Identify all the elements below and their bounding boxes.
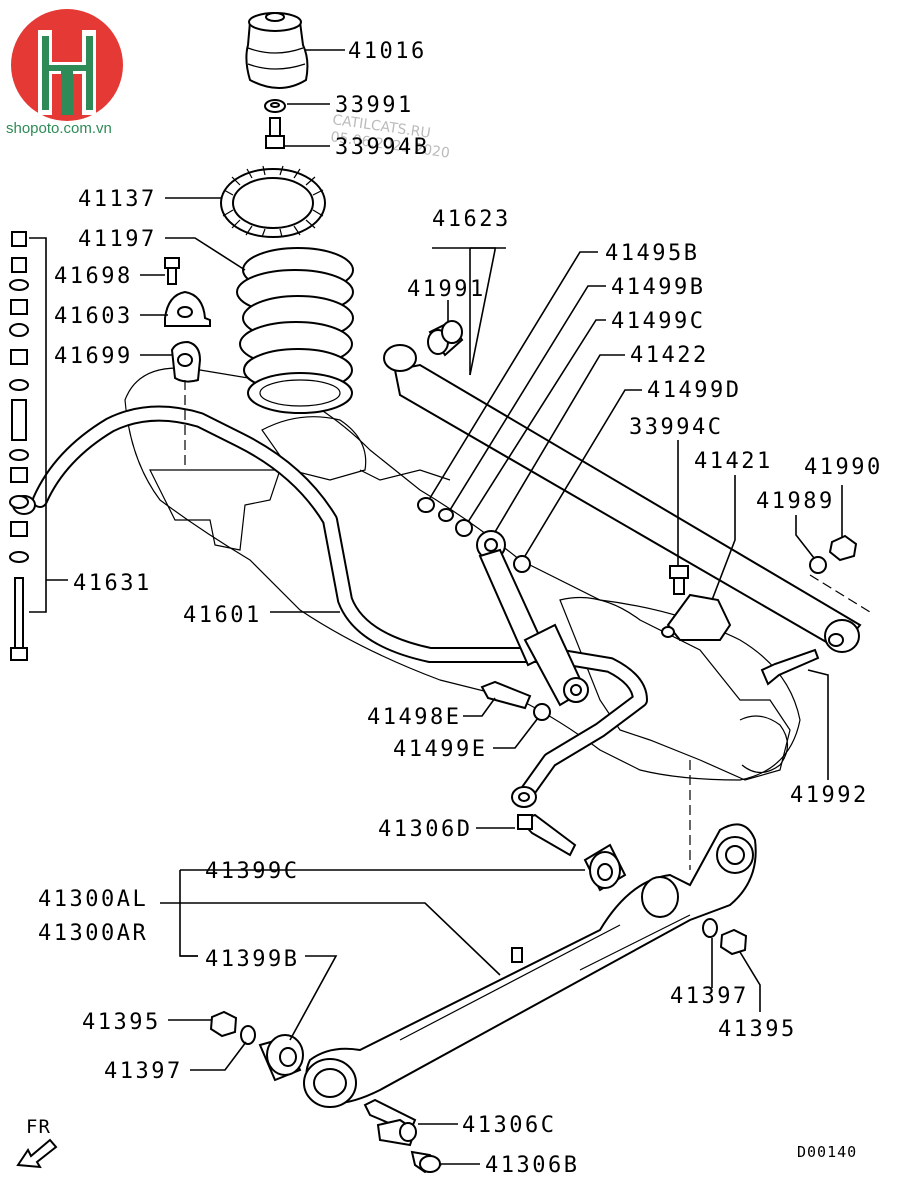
label-41197: 41197 [78, 227, 157, 252]
label-41016: 41016 [348, 39, 427, 64]
label-41601: 41601 [183, 603, 262, 628]
bushing-41991[interactable] [427, 320, 464, 357]
coil-spring[interactable] [236, 247, 354, 414]
stabilizer-bracket[interactable] [164, 290, 211, 327]
trailing-arm[interactable] [303, 823, 757, 1108]
label-41499E: 41499E [393, 737, 487, 762]
shock-absorber[interactable] [476, 530, 589, 707]
dash-line-3 [809, 574, 871, 613]
label-41421: 41421 [694, 449, 773, 474]
label-41498E: 41498E [367, 705, 461, 730]
nut-41990[interactable] [828, 534, 858, 562]
label-41399C: 41399C [205, 859, 299, 884]
bolt-41306D[interactable] [517, 813, 577, 857]
label-41623: 41623 [432, 207, 511, 232]
bolt-41306B[interactable] [410, 1150, 442, 1174]
nut-41395-right[interactable] [719, 928, 748, 956]
label-41499D: 41499D [647, 378, 741, 403]
lateral-rod[interactable] [383, 344, 862, 653]
stabilizer-bushing[interactable] [170, 340, 202, 383]
label-41399B: 41399B [205, 947, 299, 972]
label-41395-right: 41395 [718, 1017, 797, 1042]
site-url[interactable]: shopoto.com.vn [6, 120, 112, 137]
spring-seat[interactable] [220, 165, 326, 238]
label-41631: 41631 [73, 571, 152, 596]
leader-lines [29, 49, 843, 1165]
bump-stopper[interactable] [245, 12, 309, 89]
bolt-41992[interactable] [760, 648, 820, 686]
label-33994B: 33994B [335, 135, 429, 160]
front-label: FR [26, 1116, 51, 1138]
axle-housing [124, 367, 801, 781]
label-41300AL: 41300AL [38, 887, 148, 912]
bushing-41399C[interactable] [583, 843, 627, 892]
bolt-33994B[interactable] [265, 117, 285, 149]
label-41395-left: 41395 [82, 1010, 161, 1035]
front-arrow-icon [16, 1138, 58, 1169]
label-33991: 33991 [335, 93, 414, 118]
label-41499C: 41499C [611, 309, 705, 334]
label-41397-left: 41397 [104, 1059, 183, 1084]
label-41603: 41603 [54, 304, 133, 329]
label-41306C: 41306C [462, 1113, 556, 1138]
label-41699: 41699 [54, 344, 133, 369]
label-41300AR: 41300AR [38, 921, 148, 946]
bushing-41399B[interactable] [258, 1034, 304, 1082]
shock-small-parts[interactable] [417, 497, 551, 721]
washer-41397-left[interactable] [240, 1025, 256, 1045]
stabilizer-bar[interactable] [12, 405, 648, 808]
label-41495B: 41495B [605, 241, 699, 266]
label-41989: 41989 [756, 489, 835, 514]
shop-logo[interactable] [11, 9, 123, 121]
label-41992: 41992 [790, 783, 869, 808]
label-33994C: 33994C [629, 415, 723, 440]
label-41991: 41991 [407, 277, 486, 302]
label-41306D: 41306D [378, 817, 472, 842]
label-41397-right: 41397 [670, 984, 749, 1009]
washer-41397-right[interactable] [702, 918, 718, 938]
label-41306B: 41306B [485, 1153, 579, 1178]
label-41499B: 41499B [611, 275, 705, 300]
label-41698: 41698 [54, 264, 133, 289]
nut-41395-left[interactable] [209, 1010, 238, 1038]
label-41137: 41137 [78, 187, 157, 212]
diagram-code: D00140 [797, 1143, 857, 1161]
stabilizer-link-stack[interactable] [9, 231, 29, 661]
washer-41989[interactable] [809, 556, 827, 574]
bolt-41306C[interactable] [363, 1098, 417, 1147]
label-41422: 41422 [630, 343, 709, 368]
bracket-41421[interactable] [661, 593, 732, 641]
washer-33991[interactable] [264, 99, 286, 113]
bolt-33994C[interactable] [669, 565, 689, 595]
bolt-41698[interactable] [164, 257, 180, 285]
label-41990: 41990 [804, 455, 883, 480]
